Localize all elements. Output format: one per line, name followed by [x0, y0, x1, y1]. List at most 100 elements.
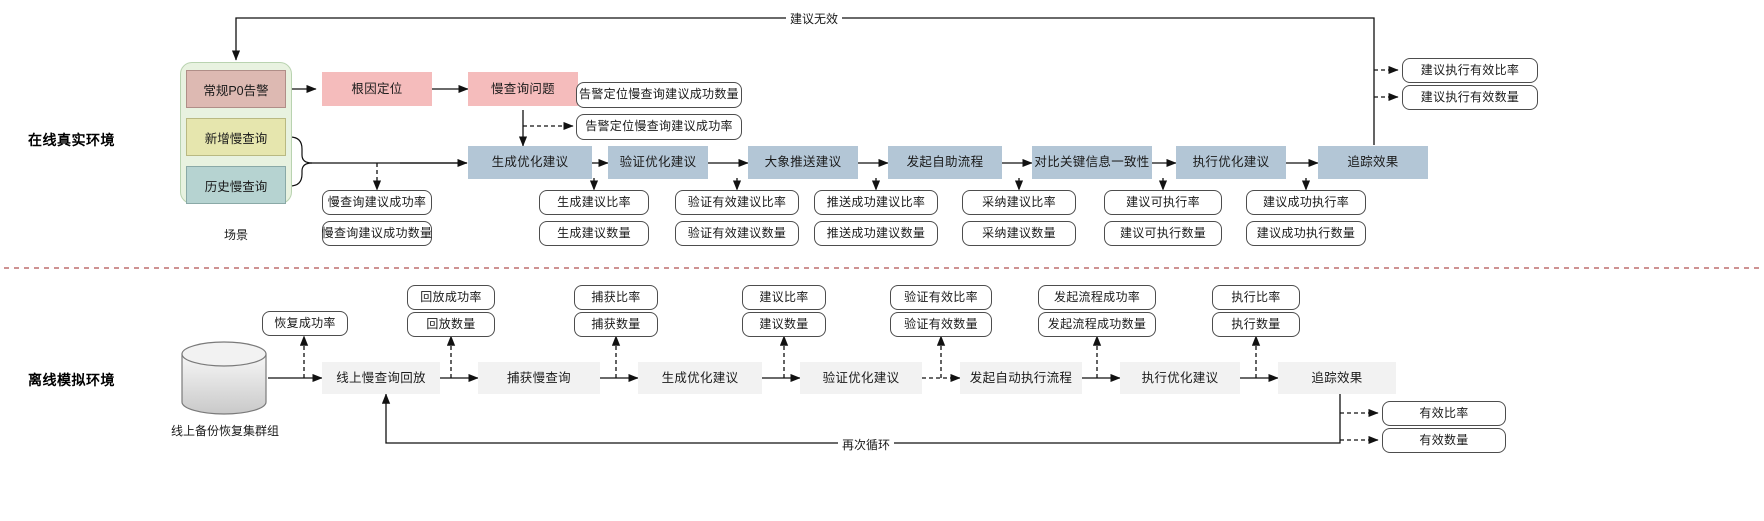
process-track-effect[interactable]: 追踪效果 — [1318, 146, 1428, 179]
metric-rate: 建议比率 — [742, 285, 826, 310]
metric-rate: 验证有效建议比率 — [675, 190, 799, 215]
metric-count: 执行数量 — [1212, 312, 1300, 337]
metric-label: 有效数量 — [1419, 432, 1469, 447]
process-slow-query-issue[interactable]: 慢查询问题 — [468, 72, 578, 106]
process-self-service-flow[interactable]: 发起自助流程 — [888, 146, 1002, 179]
metric-rate: 建议可执行率 — [1104, 190, 1222, 215]
metric-alert-success-rate: 告警定位慢查询建议成功率 — [576, 114, 742, 140]
metric-recover-success-rate: 恢复成功率 — [262, 311, 348, 336]
metric-count: 建议可执行数量 — [1104, 221, 1222, 246]
process-label: 慢查询问题 — [490, 81, 555, 96]
metric-rate: 执行比率 — [1212, 285, 1300, 310]
metric-valid-count: 有效数量 — [1382, 428, 1506, 453]
process-verify-suggestion[interactable]: 验证优化建议 — [608, 146, 708, 179]
metric-rate: 捕获比率 — [574, 285, 658, 310]
metric-count: 验证有效建议数量 — [675, 221, 799, 246]
process-label: 追踪效果 — [1347, 155, 1399, 170]
metric-label: 建议执行有效数量 — [1420, 89, 1520, 104]
metric-label: 建议执行有效比率 — [1420, 62, 1520, 77]
database-cylinder-icon — [181, 341, 267, 415]
metric-label: 慢查询建议成功数量 — [321, 225, 433, 240]
process-root-cause[interactable]: 根因定位 — [322, 72, 432, 106]
metric-label: 建议可执行数量 — [1119, 225, 1207, 240]
process-offline-track-effect[interactable]: 追踪效果 — [1278, 362, 1396, 394]
scenario-item-new-slow-query[interactable]: 新增慢查询 — [186, 118, 286, 156]
metric-label: 发起流程成功数量 — [1047, 316, 1147, 331]
metric-label: 执行比率 — [1231, 289, 1281, 304]
process-label: 发起自动执行流程 — [969, 370, 1073, 385]
metric-exec-valid-rate: 建议执行有效比率 — [1402, 58, 1538, 83]
process-offline-capture[interactable]: 捕获慢查询 — [478, 362, 600, 394]
metric-label: 建议数量 — [759, 316, 809, 331]
section-label-online: 在线真实环境 — [28, 132, 115, 148]
metric-rate: 推送成功建议比率 — [814, 190, 938, 215]
process-offline-auto-exec-flow[interactable]: 发起自动执行流程 — [960, 362, 1082, 394]
process-label: 生成优化建议 — [491, 155, 569, 170]
scenario-item-label: 历史慢查询 — [204, 179, 268, 194]
metric-count: 建议成功执行数量 — [1246, 221, 1366, 246]
scenario-caption: 场景 — [223, 228, 248, 242]
metric-valid-rate: 有效比率 — [1382, 401, 1506, 426]
metric-label: 采纳建议数量 — [982, 225, 1056, 240]
scenario-item-p0-alert[interactable]: 常规P0告警 — [186, 70, 286, 108]
metric-alert-success-count: 告警定位慢查询建议成功数量 — [576, 82, 742, 108]
database-caption: 线上备份恢复集群组 — [170, 424, 279, 438]
process-label: 对比关键信息一致性 — [1034, 155, 1150, 170]
process-compare-key-info[interactable]: 对比关键信息一致性 — [1032, 146, 1152, 179]
process-label: 线上慢查询回放 — [336, 370, 426, 385]
process-label: 执行优化建议 — [1141, 370, 1219, 385]
process-offline-execute-suggestion[interactable]: 执行优化建议 — [1120, 362, 1240, 394]
metric-label: 回放成功率 — [420, 289, 482, 304]
metric-label: 捕获比率 — [591, 289, 641, 304]
edge-label-feedback-invalid: 建议无效 — [786, 10, 843, 27]
metric-label: 执行数量 — [1231, 316, 1281, 331]
metric-label: 采纳建议比率 — [982, 194, 1056, 209]
metric-rate: 采纳建议比率 — [962, 190, 1076, 215]
metric-rate: 生成建议比率 — [539, 190, 649, 215]
process-label: 验证优化建议 — [619, 155, 697, 170]
process-label: 验证优化建议 — [822, 370, 900, 385]
process-push-suggestion[interactable]: 大象推送建议 — [748, 146, 858, 179]
metric-label: 慢查询建议成功率 — [327, 194, 427, 209]
process-label: 根因定位 — [351, 81, 403, 96]
process-offline-verify-suggestion[interactable]: 验证优化建议 — [800, 362, 922, 394]
metric-rate: 慢查询建议成功率 — [322, 190, 432, 215]
process-label: 执行优化建议 — [1192, 155, 1270, 170]
metric-label: 验证有效数量 — [904, 316, 978, 331]
metric-label: 有效比率 — [1419, 405, 1469, 420]
metric-count: 验证有效数量 — [890, 312, 992, 337]
section-label-offline: 离线模拟环境 — [28, 372, 115, 388]
metric-label: 建议成功执行率 — [1262, 194, 1350, 209]
metric-label: 恢复成功率 — [274, 315, 336, 330]
process-generate-suggestion[interactable]: 生成优化建议 — [468, 146, 592, 179]
metric-label: 回放数量 — [426, 316, 476, 331]
metric-label: 推送成功建议比率 — [826, 194, 926, 209]
metric-label: 告警定位慢查询建议成功率 — [585, 119, 733, 134]
metric-rate: 建议成功执行率 — [1246, 190, 1366, 215]
metric-label: 验证有效比率 — [904, 289, 978, 304]
process-label: 追踪效果 — [1311, 370, 1363, 385]
metric-label: 发起流程成功率 — [1053, 289, 1141, 304]
edge-label-loop-again: 再次循环 — [838, 436, 895, 453]
scenario-item-history-slow-query[interactable]: 历史慢查询 — [186, 166, 286, 204]
metric-label: 生成建议比率 — [557, 194, 631, 209]
metric-label: 验证有效建议比率 — [687, 194, 787, 209]
process-offline-replay[interactable]: 线上慢查询回放 — [322, 362, 440, 394]
metric-count: 慢查询建议成功数量 — [322, 221, 432, 246]
process-execute-suggestion[interactable]: 执行优化建议 — [1176, 146, 1286, 179]
metric-rate: 发起流程成功率 — [1038, 285, 1156, 310]
scenario-item-label: 常规P0告警 — [203, 83, 269, 98]
metric-label: 验证有效建议数量 — [687, 225, 787, 240]
metric-label: 捕获数量 — [591, 316, 641, 331]
process-offline-generate-suggestion[interactable]: 生成优化建议 — [638, 362, 762, 394]
metric-count: 回放数量 — [407, 312, 495, 337]
metric-count: 生成建议数量 — [539, 221, 649, 246]
metric-count: 捕获数量 — [574, 312, 658, 337]
metric-rate: 验证有效比率 — [890, 285, 992, 310]
metric-exec-valid-count: 建议执行有效数量 — [1402, 85, 1538, 110]
metric-label: 告警定位慢查询建议成功数量 — [579, 87, 739, 102]
metric-label: 建议比率 — [759, 289, 809, 304]
metric-count: 推送成功建议数量 — [814, 221, 938, 246]
process-label: 生成优化建议 — [661, 370, 739, 385]
